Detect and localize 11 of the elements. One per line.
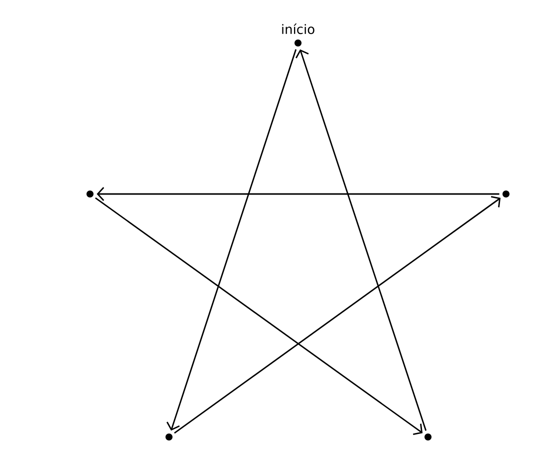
dot: [86, 190, 94, 198]
arrow: [96, 187, 500, 201]
arrow: [296, 49, 427, 431]
dot: [294, 40, 302, 46]
dot: [502, 190, 510, 198]
arrow: [166, 49, 297, 431]
arrow: [95, 197, 423, 435]
dot: [166, 434, 172, 440]
dot: [424, 434, 432, 440]
arrow: [174, 196, 501, 434]
node-label: início: [282, 24, 314, 34]
